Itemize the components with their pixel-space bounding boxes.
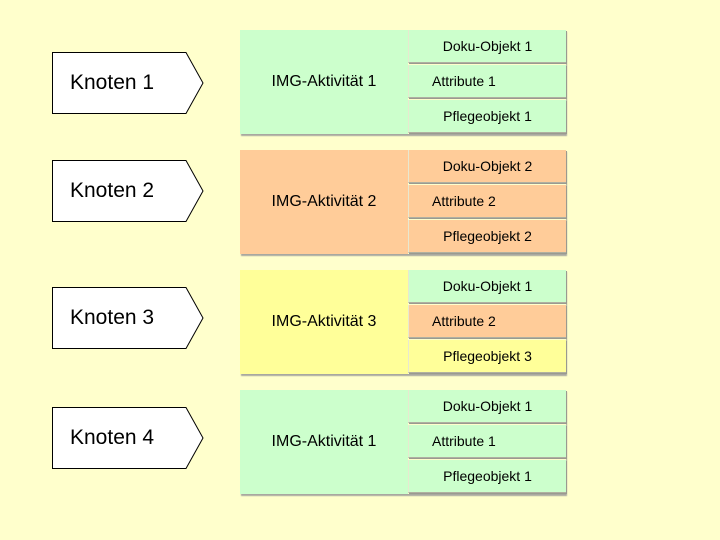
img-activity: IMG-Aktivität 1 — [240, 30, 408, 134]
node-label: Knoten 1 — [70, 71, 155, 94]
doku-object: Doku-Objekt 2 — [408, 150, 566, 183]
activity-block-2: IMG-Aktivität 2 Doku-Objekt 2 Attribute … — [240, 150, 566, 254]
node-label: Knoten 2 — [70, 179, 155, 202]
node-label: Knoten 4 — [70, 426, 155, 449]
node-arrow-1: Knoten 1 — [52, 52, 204, 114]
node-arrow-2: Knoten 2 — [52, 160, 204, 222]
maintenance-object: Pflegeobjekt 2 — [408, 220, 566, 253]
activity-block-1: IMG-Aktivität 1 Doku-Objekt 1 Attribute … — [240, 30, 566, 134]
doku-object: Doku-Objekt 1 — [408, 390, 566, 423]
arrow-shape-icon — [52, 52, 204, 114]
attribute: Attribute 1 — [408, 425, 566, 458]
node-arrow-3: Knoten 3 — [52, 287, 204, 349]
activity-block-4: IMG-Aktivität 1 Doku-Objekt 1 Attribute … — [240, 390, 566, 494]
attribute: Attribute 2 — [408, 305, 566, 338]
attribute: Attribute 1 — [408, 65, 566, 98]
node-label: Knoten 3 — [70, 306, 155, 329]
maintenance-object: Pflegeobjekt 1 — [408, 100, 566, 133]
attribute: Attribute 2 — [408, 185, 566, 218]
arrow-shape-icon — [52, 407, 204, 469]
img-activity: IMG-Aktivität 2 — [240, 150, 408, 254]
arrow-shape-icon — [52, 160, 204, 222]
maintenance-object: Pflegeobjekt 3 — [408, 340, 566, 373]
doku-object: Doku-Objekt 1 — [408, 30, 566, 63]
node-arrow-4: Knoten 4 — [52, 407, 204, 469]
activity-block-3: IMG-Aktivität 3 Doku-Objekt 1 Attribute … — [240, 270, 566, 374]
img-activity: IMG-Aktivität 3 — [240, 270, 408, 374]
maintenance-object: Pflegeobjekt 1 — [408, 460, 566, 493]
doku-object: Doku-Objekt 1 — [408, 270, 566, 303]
img-activity: IMG-Aktivität 1 — [240, 390, 408, 494]
arrow-shape-icon — [52, 287, 204, 349]
